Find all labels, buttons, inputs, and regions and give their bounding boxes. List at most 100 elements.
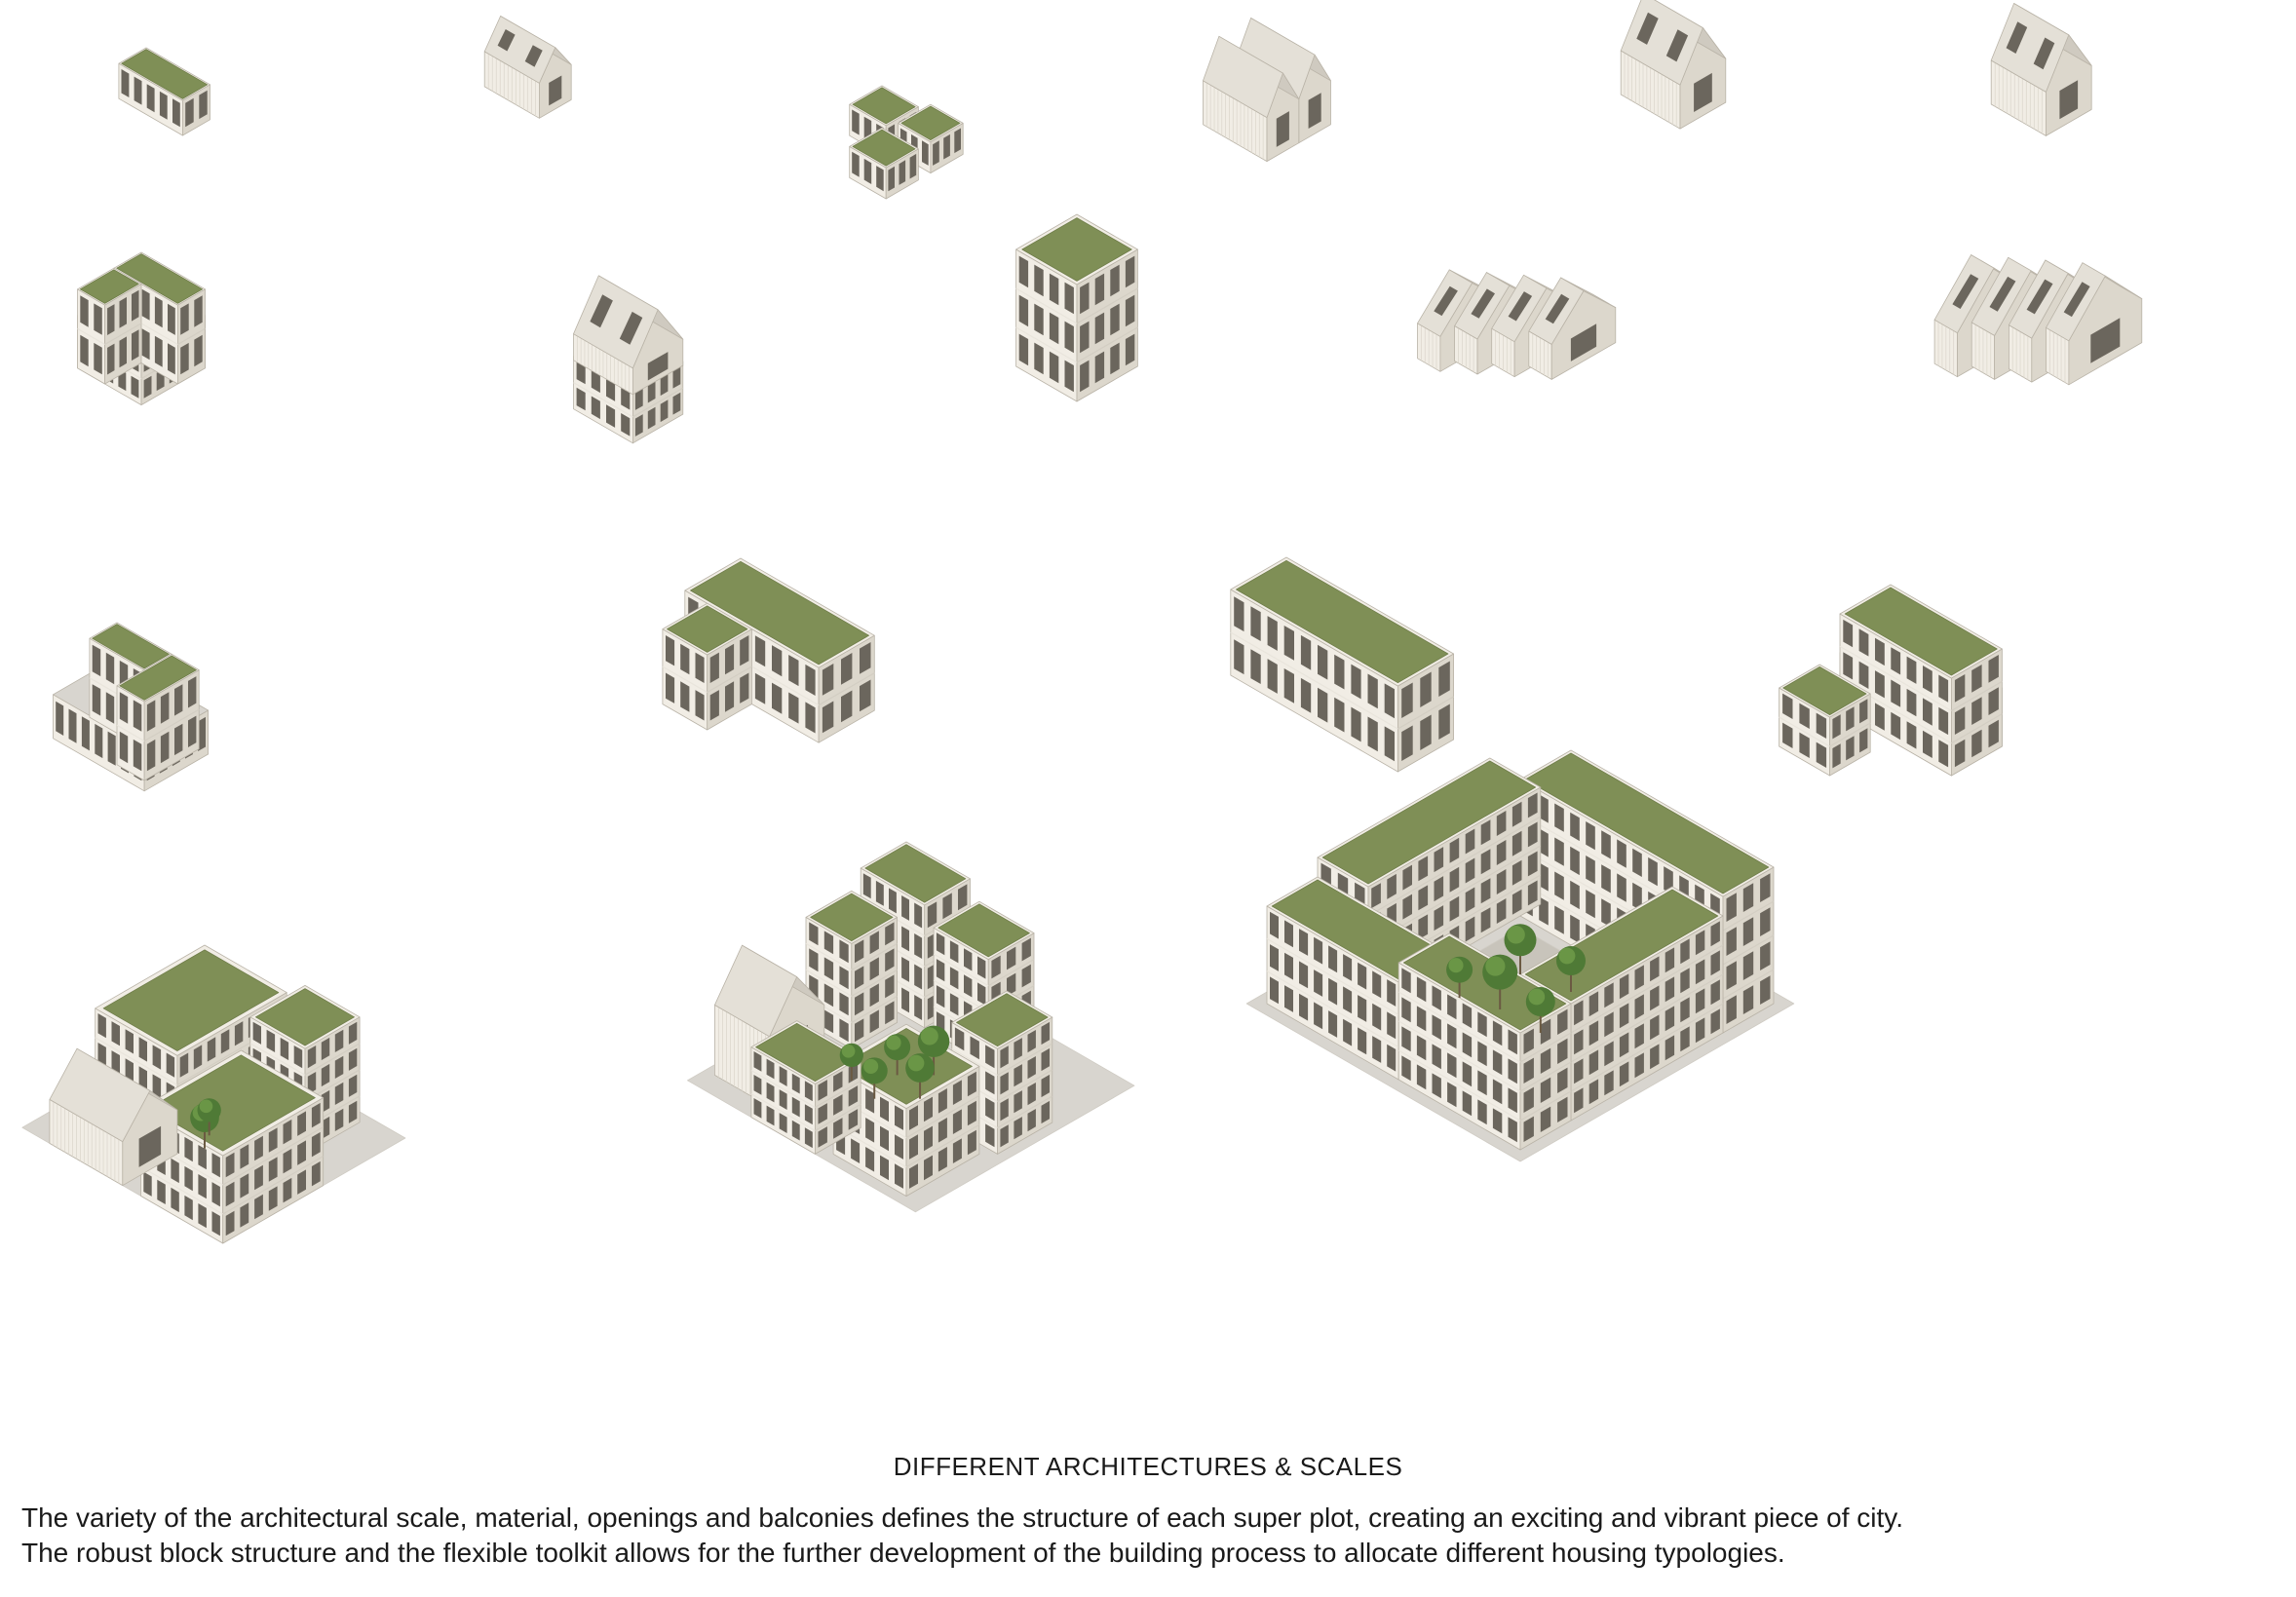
window [240,1173,249,1198]
window [119,296,127,328]
green-roof [938,903,1030,958]
floor-slab [304,1043,361,1076]
window [293,1046,303,1069]
window [138,1125,162,1167]
window [967,1129,976,1156]
window [869,931,879,955]
window [855,939,864,964]
window [833,1118,843,1139]
window [143,1171,152,1197]
window [1508,1029,1517,1055]
window [166,1052,175,1078]
window [1447,1023,1457,1049]
window [133,739,142,772]
window [1665,976,1675,1003]
window [1358,962,1367,990]
window [1601,864,1611,894]
floor-slab [815,1080,861,1108]
dormer-window [524,45,543,67]
window [924,1125,933,1152]
floor-slab [818,672,875,706]
window [1449,866,1460,893]
window [1416,1035,1427,1061]
window [194,334,203,367]
green-roof [102,949,280,1051]
window [725,643,735,675]
window [1938,740,1949,768]
floor-slab [1722,900,1775,932]
window [1527,851,1538,877]
window [909,1163,918,1189]
floor-slab [143,708,200,742]
window [1799,703,1810,729]
window [952,1080,962,1105]
window [160,731,170,764]
window [634,388,643,410]
floor-slab [249,1043,306,1076]
window [1760,907,1771,936]
window [869,1009,879,1034]
window [1041,1100,1050,1124]
window [1418,856,1429,882]
window [1358,995,1367,1022]
window [1512,859,1522,886]
window [1334,654,1345,690]
window [1049,312,1059,345]
tree-canopy [1558,947,1576,965]
window [179,1052,189,1078]
window [334,1082,344,1105]
green-roof [690,560,869,665]
window [1432,1073,1441,1099]
window [1480,878,1491,904]
window [985,1071,995,1095]
window [914,902,923,929]
window [1267,616,1278,651]
window [1000,1072,1009,1095]
floor-slab [951,1047,998,1076]
window [1601,898,1611,928]
window [171,1187,179,1213]
floor-slab [997,1069,1053,1102]
window [848,1085,859,1107]
window [851,1138,861,1163]
window [1492,1079,1503,1105]
window [1308,93,1321,129]
green-roof [119,655,197,701]
window [1523,1057,1534,1084]
window [1570,914,1580,944]
window [154,296,163,328]
window [1328,977,1338,1006]
window [146,84,155,113]
window [865,1118,875,1143]
window [198,1174,207,1199]
dormer-window [1508,291,1533,322]
window [1064,282,1074,315]
window [914,933,923,959]
window [297,1169,306,1195]
tree-canopy [1448,958,1464,973]
window [852,151,860,177]
window [152,1074,162,1099]
window [1680,997,1690,1023]
floor-slab [1839,645,1952,711]
window [754,635,766,667]
window [1540,1106,1551,1132]
window [909,1105,918,1130]
gable-roof [483,16,556,84]
window [1832,714,1841,740]
window [1875,637,1885,666]
window [138,1037,147,1062]
window [952,1138,962,1163]
window [1539,794,1549,823]
window [1634,1023,1644,1049]
window [1988,719,1999,748]
window [1465,916,1475,942]
dormer-window [1434,285,1458,317]
floor-slab [222,1156,324,1215]
window [1742,883,1754,912]
window [1634,994,1644,1020]
window [348,1100,358,1123]
window [1387,1011,1397,1040]
window [1782,722,1793,748]
window [1695,930,1705,956]
